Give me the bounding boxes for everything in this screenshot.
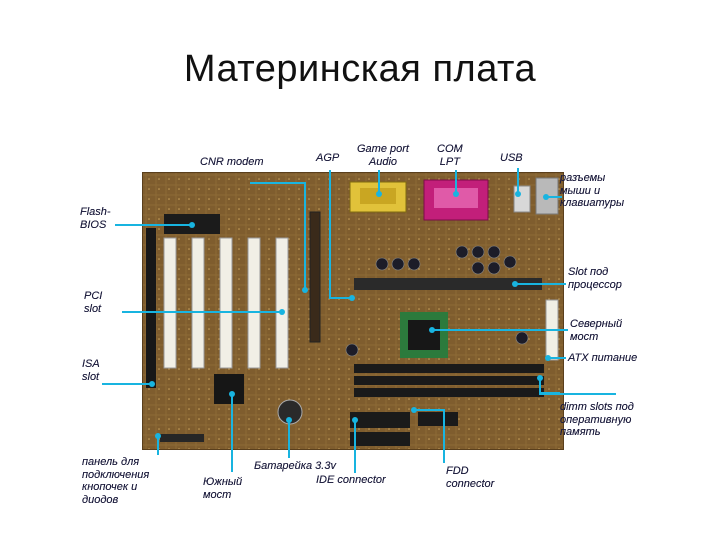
label-front-panel: панель для подключения кнопочек и диодов (82, 456, 149, 506)
label-pci-slot: PCI slot (84, 290, 102, 315)
leader-agp (330, 170, 352, 298)
label-usb: USB (500, 152, 523, 165)
label-dimm-slots: dimm slots под оперативную память (560, 401, 634, 439)
leader-dimm (540, 378, 616, 394)
label-atx-power: ATX питание (568, 352, 637, 365)
label-com-lpt: COM LPT (437, 143, 463, 168)
label-game-port: Game port Audio (357, 143, 409, 168)
label-battery: Батарейка 3.3v (254, 460, 336, 473)
label-south-bridge: Южный мост (203, 476, 242, 501)
label-ide: IDE connector (316, 474, 386, 487)
leader-fdd (414, 410, 444, 463)
label-cnr-modem: CNR modem (200, 156, 264, 169)
label-fdd: FDD connector (446, 465, 494, 490)
label-flash-bios: Flash- BIOS (80, 206, 111, 231)
leader-cnr (250, 183, 305, 290)
label-isa-slot: ISA slot (82, 358, 100, 383)
label-ps2: разъемы мыши и клавиатуры (560, 172, 624, 210)
label-north-bridge: Северный мост (570, 318, 622, 343)
label-agp: AGP (316, 152, 339, 165)
label-cpu-slot: Slot под процессор (568, 266, 622, 291)
